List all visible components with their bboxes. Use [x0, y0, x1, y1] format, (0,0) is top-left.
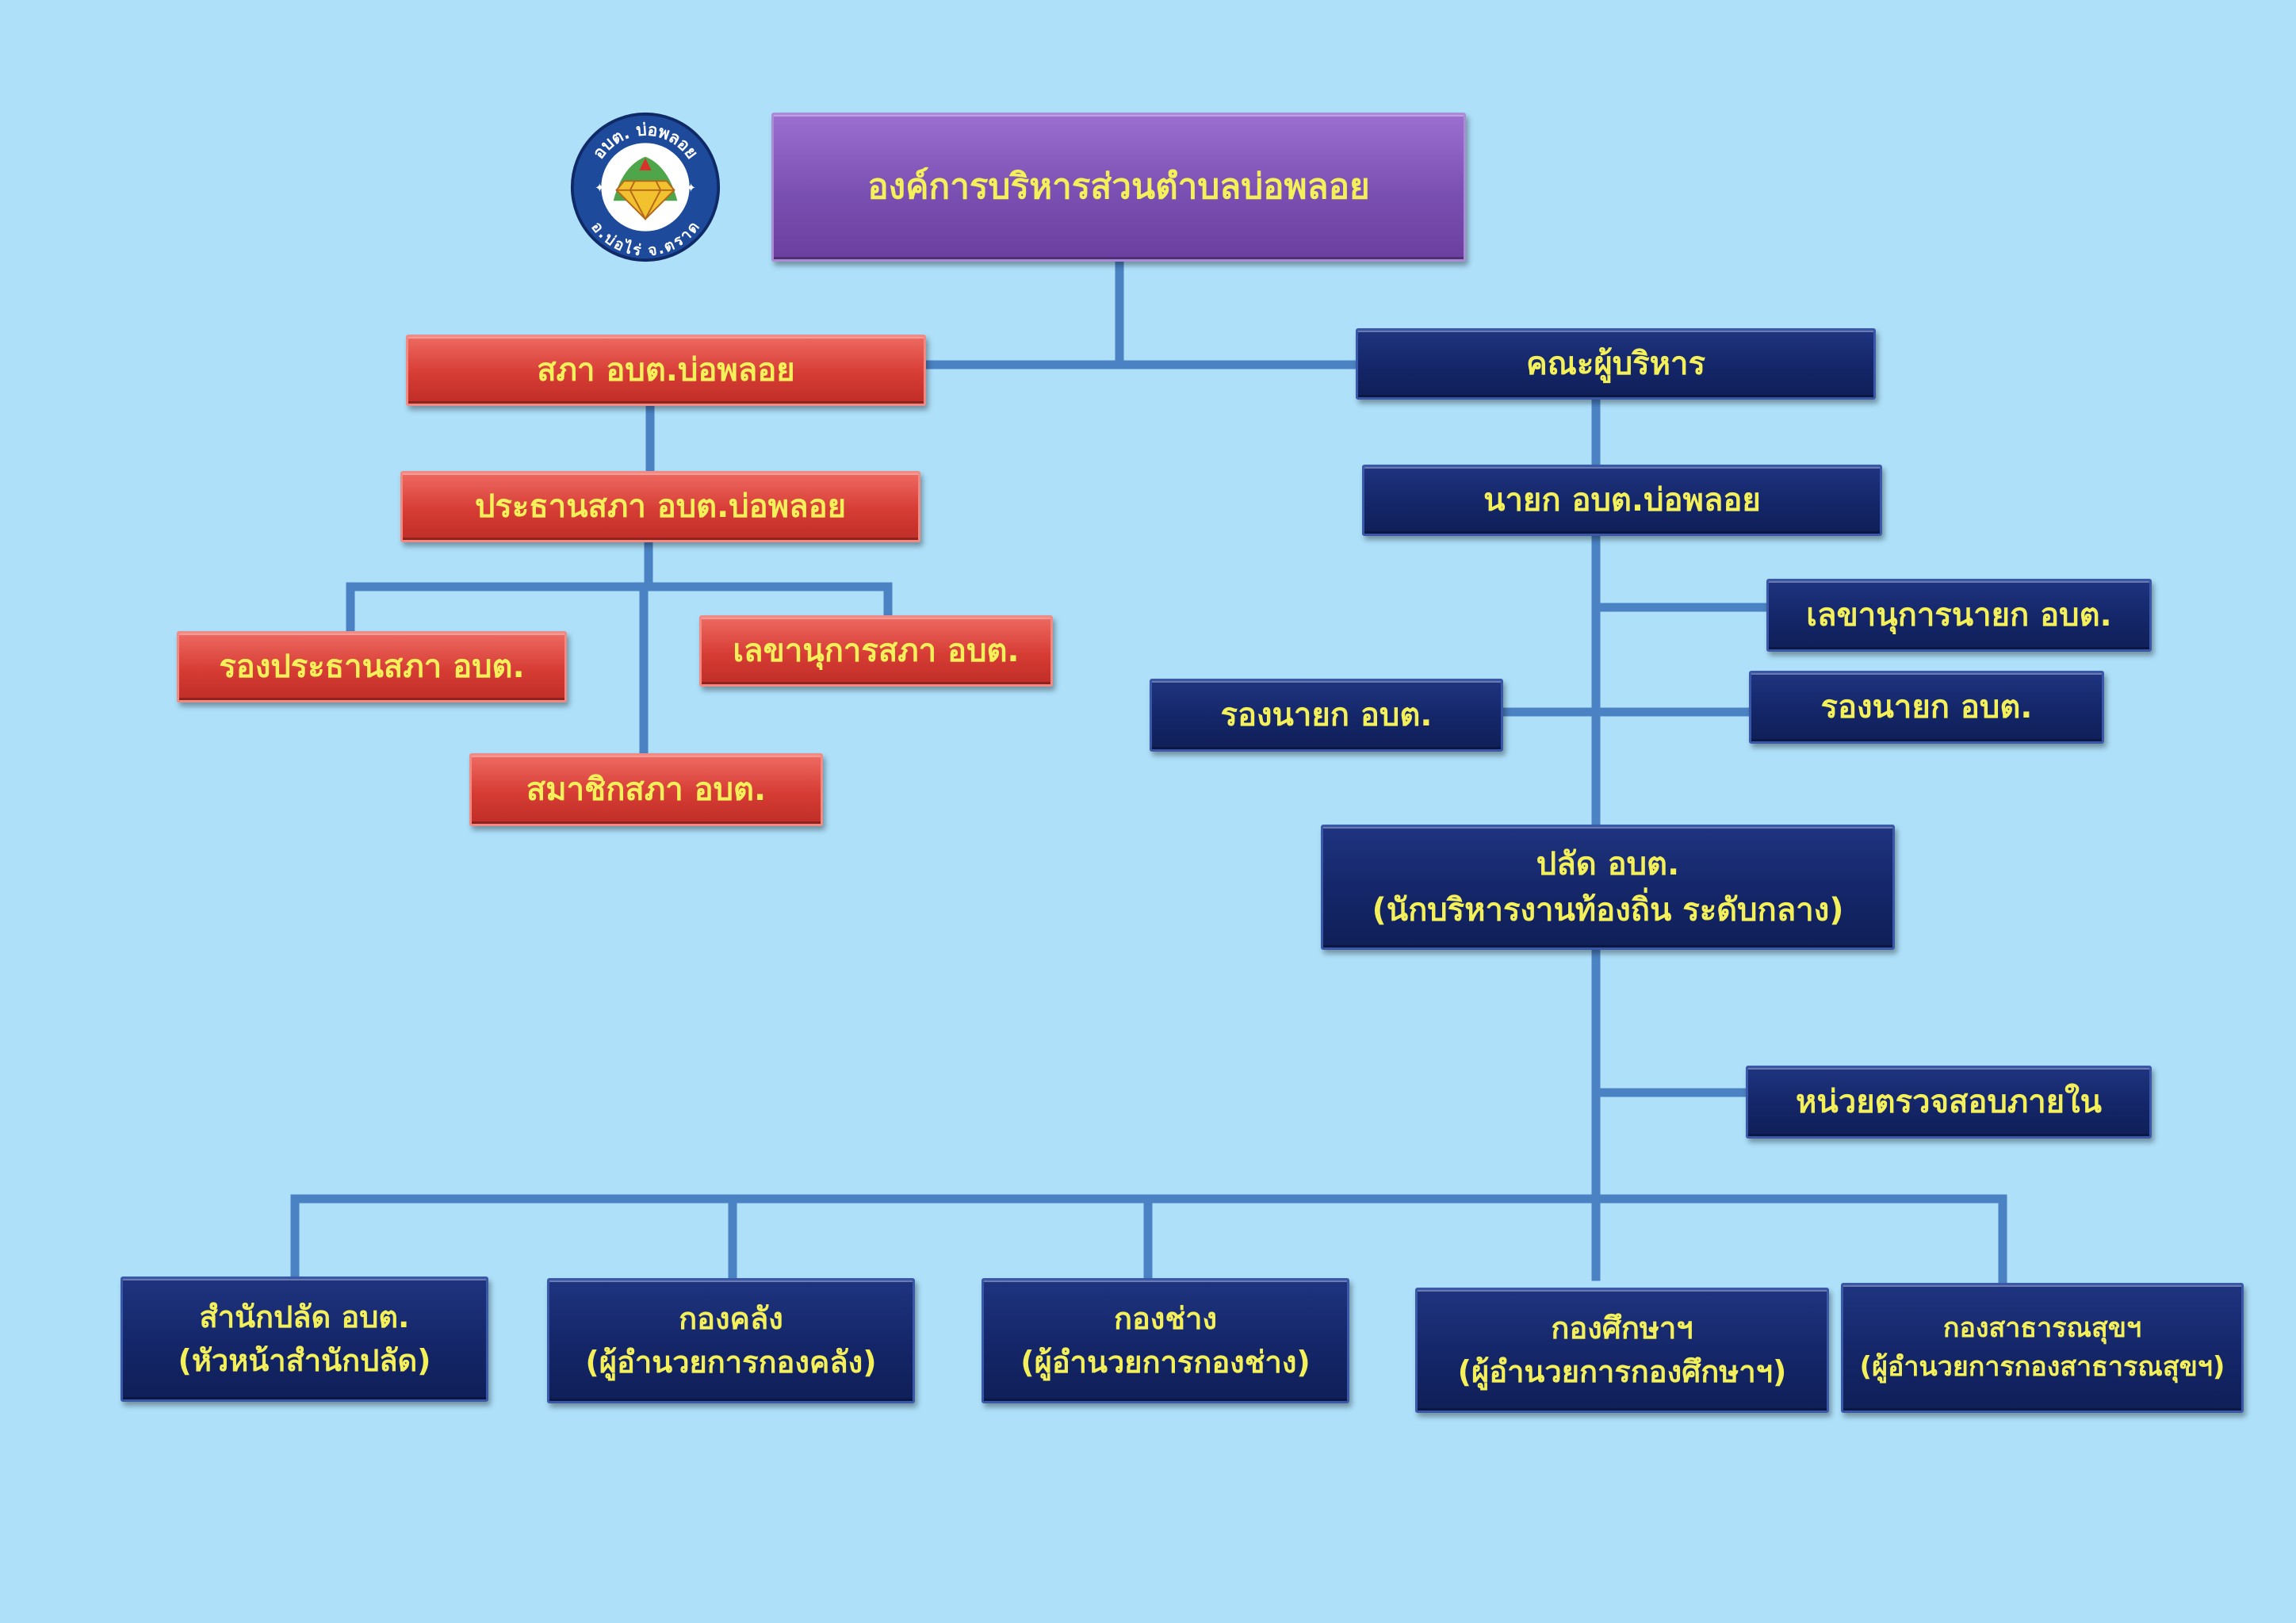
division-head: (ผู้อำนวยการกองคลัง): [585, 1345, 877, 1380]
deputy-mayor-right-box: รองนายก อบต.: [1749, 671, 2104, 744]
chief-clerk-box: ปลัด อบต. (นักบริหารงานท้องถิ่น ระดับกลา…: [1321, 825, 1895, 950]
council-secretary-label: เลขานุการสภา อบต.: [733, 633, 1020, 669]
deputy-mayor-left-box: รองนายก อบต.: [1150, 679, 1503, 752]
chief-clerk-level: (นักบริหารงานท้องถิ่น ระดับกลาง): [1372, 892, 1844, 928]
executive-box: คณะผู้บริหาร: [1356, 328, 1876, 400]
council-members-box: สมาชิกสภา อบต.: [469, 753, 823, 826]
deputy-mayor-right-label: รองนายก อบต.: [1820, 689, 2033, 725]
svg-text:✦: ✦: [686, 181, 696, 195]
division-name: สำนักปลัด อบต.: [199, 1299, 410, 1334]
org-title-box: องค์การบริหารส่วนตำบลบ่อพลอย: [771, 113, 1466, 262]
svg-text:✦: ✦: [595, 181, 605, 195]
council-members-label: สมาชิกสภา อบต.: [526, 771, 767, 808]
division-box: กองศึกษาฯ (ผู้อำนวยการกองศึกษาฯ): [1415, 1288, 1829, 1413]
council-chair-box: ประธานสภา อบต.บ่อพลอย: [400, 471, 920, 542]
division-name: กองศึกษาฯ: [1551, 1310, 1693, 1345]
division-name: กองสาธารณสุขฯ: [1942, 1311, 2142, 1344]
mayor-label: นายก อบต.บ่อพลอย: [1483, 482, 1761, 519]
council-box: สภา อบต.บ่อพลอย: [406, 335, 926, 406]
council-chair-label: ประธานสภา อบต.บ่อพลอย: [474, 488, 847, 525]
mayor-box: นายก อบต.บ่อพลอย: [1362, 465, 1882, 536]
division-head: (ผู้อำนวยการกองสาธารณสุขฯ): [1859, 1351, 2225, 1383]
executive-label: คณะผู้บริหาร: [1526, 346, 1705, 382]
council-label: สภา อบต.บ่อพลอย: [537, 352, 795, 389]
mayor-secretary-label: เลขานุการนายก อบต.: [1806, 597, 2112, 634]
org-title: องค์การบริหารส่วนตำบลบ่อพลอย: [867, 167, 1370, 208]
vice-chair-label: รองประธานสภา อบต.: [219, 649, 525, 685]
division-name: กองช่าง: [1113, 1300, 1218, 1336]
deputy-mayor-left-label: รองนายก อบต.: [1220, 697, 1433, 733]
division-name: กองคลัง: [679, 1300, 783, 1336]
division-head: (ผู้อำนวยการกองช่าง): [1020, 1345, 1311, 1380]
mayor-secretary-box: เลขานุการนายก อบต.: [1766, 579, 2152, 652]
seal-logo: อบต. บ่อพลอย อ.บ่อไร่ จ.ตราด ✦ ✦: [570, 112, 721, 262]
division-box: กองช่าง (ผู้อำนวยการกองช่าง): [982, 1278, 1349, 1403]
vice-chair-box: รองประธานสภา อบต.: [177, 631, 567, 702]
division-box: กองคลัง (ผู้อำนวยการกองคลัง): [547, 1278, 915, 1403]
division-box: สำนักปลัด อบต. (หัวหน้าสำนักปลัด): [121, 1277, 488, 1402]
division-head: (หัวหน้าสำนักปลัด): [178, 1343, 431, 1378]
chief-clerk-title: ปลัด อบต.: [1536, 846, 1680, 882]
internal-audit-label: หน่วยตรวจสอบภายใน: [1796, 1084, 2102, 1120]
internal-audit-box: หน่วยตรวจสอบภายใน: [1746, 1066, 2152, 1139]
division-head: (ผู้อำนวยการกองศึกษาฯ): [1457, 1354, 1787, 1389]
division-box: กองสาธารณสุขฯ (ผู้อำนวยการกองสาธารณสุขฯ): [1841, 1283, 2244, 1413]
council-secretary-box: เลขานุการสภา อบต.: [699, 615, 1053, 687]
